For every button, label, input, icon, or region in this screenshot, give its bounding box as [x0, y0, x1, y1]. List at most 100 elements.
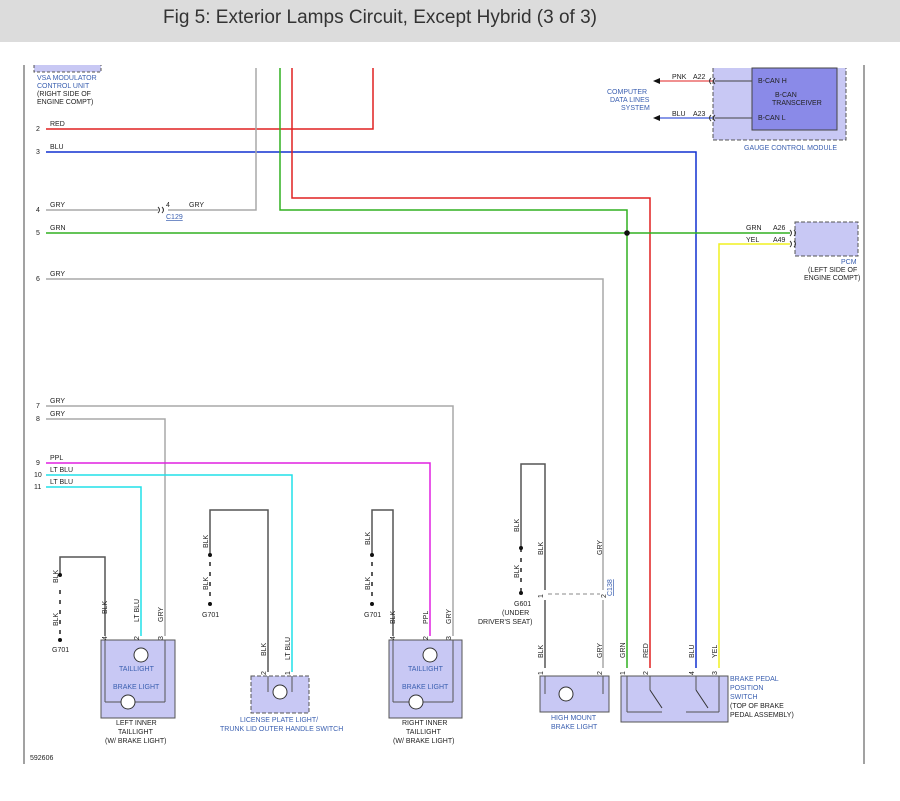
svg-text:G601: G601 — [514, 601, 531, 608]
svg-text:GRY: GRY — [50, 202, 65, 209]
svg-text:10: 10 — [34, 472, 42, 479]
svg-text:BLU: BLU — [689, 644, 696, 658]
figure-title: Fig 5: Exterior Lamps Circuit, Except Hy… — [163, 7, 597, 28]
svg-text:GRY: GRY — [189, 202, 204, 209]
svg-text:ENGINE COMPT): ENGINE COMPT) — [804, 275, 860, 282]
svg-text:(W/ BRAKE LIGHT): (W/ BRAKE LIGHT) — [105, 738, 166, 745]
svg-text:1: 1 — [538, 594, 545, 598]
svg-text:B-CAN: B-CAN — [775, 92, 797, 99]
svg-text:G701: G701 — [52, 647, 69, 654]
svg-text:BLK: BLK — [514, 518, 521, 532]
splice-dot — [624, 230, 630, 236]
svg-text:TRANSCEIVER: TRANSCEIVER — [772, 100, 822, 107]
wire-grn-top — [279, 68, 628, 233]
svg-text:LEFT INNER: LEFT INNER — [116, 720, 157, 727]
svg-text:PPL: PPL — [50, 455, 63, 462]
pcm: A26 A49 GRN YEL PCM (LEFT SIDE OF ENGINE… — [746, 221, 860, 282]
svg-text:GRY: GRY — [50, 271, 65, 278]
svg-text:POSITION: POSITION — [730, 685, 763, 692]
svg-text:2: 2 — [36, 126, 40, 133]
svg-text:4: 4 — [36, 207, 40, 214]
svg-text:BLK: BLK — [365, 576, 372, 590]
ground-labels: G701 G701 G701 G601 (UNDER DRIVER'S SEAT… — [52, 518, 614, 654]
svg-text:LT BLU: LT BLU — [50, 479, 73, 486]
svg-text:GRN: GRN — [746, 225, 762, 232]
svg-text:DRIVER'S SEAT): DRIVER'S SEAT) — [478, 619, 533, 626]
svg-text:SYSTEM: SYSTEM — [621, 105, 650, 112]
svg-text:3: 3 — [446, 636, 453, 640]
wire-ppl-pin9 — [46, 462, 431, 636]
svg-text:LT BLU: LT BLU — [134, 599, 141, 622]
wire-gry-pin6 — [46, 278, 604, 590]
svg-text:3: 3 — [158, 636, 165, 640]
high-mount-brake-light: HIGH MOUNT BRAKE LIGHT BLK GRY 1 2 — [538, 643, 610, 731]
figure-id: 592606 — [30, 755, 53, 762]
wire-gry-pin7 — [46, 405, 454, 636]
wire-gry-pin8 — [46, 418, 166, 636]
figure-header: Fig 5: Exterior Lamps Circuit, Except Hy… — [0, 0, 900, 42]
svg-text:BLK: BLK — [53, 569, 60, 583]
wire-blk-hmsl — [520, 463, 546, 590]
svg-text:GRY: GRY — [446, 609, 453, 624]
svg-text:A22: A22 — [693, 74, 706, 81]
vsa-modulator: VSA MODULATOR CONTROL UNIT (RIGHT SIDE O… — [33, 65, 102, 106]
wire-red-pin2 — [46, 68, 374, 130]
svg-text:LT BLU: LT BLU — [285, 637, 292, 660]
svg-text:3: 3 — [36, 149, 40, 156]
svg-text:11: 11 — [34, 484, 41, 491]
svg-text:BLK: BLK — [390, 610, 397, 624]
svg-text:BLK: BLK — [538, 644, 545, 658]
svg-text:A49: A49 — [773, 237, 786, 244]
svg-text:(TOP OF BRAKE: (TOP OF BRAKE — [730, 703, 784, 710]
wire-blk-left — [59, 556, 106, 636]
wire-gry-c129 — [168, 68, 257, 211]
svg-text:4: 4 — [102, 636, 109, 640]
svg-text:PEDAL ASSEMBLY): PEDAL ASSEMBLY) — [730, 712, 794, 719]
c129-connector: 4 GRY C129 — [157, 202, 204, 221]
svg-text:BLK: BLK — [261, 642, 268, 656]
svg-text:PCM: PCM — [841, 259, 857, 266]
svg-text:1: 1 — [538, 671, 545, 675]
svg-text:DATA LINES: DATA LINES — [610, 97, 650, 104]
svg-text:(W/ BRAKE LIGHT): (W/ BRAKE LIGHT) — [393, 738, 454, 745]
svg-text:RED: RED — [643, 643, 650, 658]
wire-ltblu-pin10 — [46, 474, 293, 672]
svg-text:C138: C138 — [607, 579, 614, 596]
svg-text:TRUNK LID OUTER HANDLE SWITCH: TRUNK LID OUTER HANDLE SWITCH — [220, 726, 343, 733]
svg-text:BRAKE LIGHT: BRAKE LIGHT — [402, 684, 449, 691]
left-inner-taillight: TAILLIGHT BRAKE LIGHT LEFT INNER TAILLIG… — [100, 599, 176, 745]
svg-text:BRAKE LIGHT: BRAKE LIGHT — [551, 724, 598, 731]
svg-text:B-CAN H: B-CAN H — [758, 78, 787, 85]
svg-text:2: 2 — [134, 636, 141, 640]
wire-red-bpp — [291, 68, 651, 668]
svg-text:(RIGHT SIDE OF: (RIGHT SIDE OF — [37, 91, 91, 98]
svg-text:1: 1 — [285, 671, 292, 675]
svg-text:4: 4 — [166, 202, 170, 209]
svg-text:GRY: GRY — [158, 607, 165, 622]
svg-text:BLK: BLK — [365, 531, 372, 545]
svg-text:2: 2 — [597, 671, 604, 675]
svg-text:GRY: GRY — [50, 411, 65, 418]
license-plate-light: LICENSE PLATE LIGHT/ TRUNK LID OUTER HAN… — [220, 637, 343, 733]
wire-blu-pin3 — [46, 151, 697, 668]
svg-text:GRN: GRN — [620, 642, 627, 658]
svg-text:(LEFT SIDE OF: (LEFT SIDE OF — [808, 267, 857, 274]
svg-text:4: 4 — [689, 671, 696, 675]
svg-text:TAILLIGHT: TAILLIGHT — [118, 729, 154, 736]
svg-text:7: 7 — [36, 403, 40, 410]
svg-text:CONTROL UNIT: CONTROL UNIT — [37, 83, 90, 90]
svg-text:6: 6 — [36, 276, 40, 283]
svg-text:BRAKE LIGHT: BRAKE LIGHT — [113, 684, 160, 691]
wire-yel — [718, 243, 790, 668]
svg-text:(UNDER: (UNDER — [502, 610, 529, 617]
svg-text:TAILLIGHT: TAILLIGHT — [406, 729, 442, 736]
svg-text:3: 3 — [712, 671, 719, 675]
svg-text:G701: G701 — [364, 612, 381, 619]
svg-text:COMPUTER: COMPUTER — [607, 89, 647, 96]
svg-text:C129: C129 — [166, 214, 183, 221]
svg-text:LT BLU: LT BLU — [50, 467, 73, 474]
svg-text:2: 2 — [261, 671, 268, 675]
svg-text:PPL: PPL — [423, 611, 430, 624]
